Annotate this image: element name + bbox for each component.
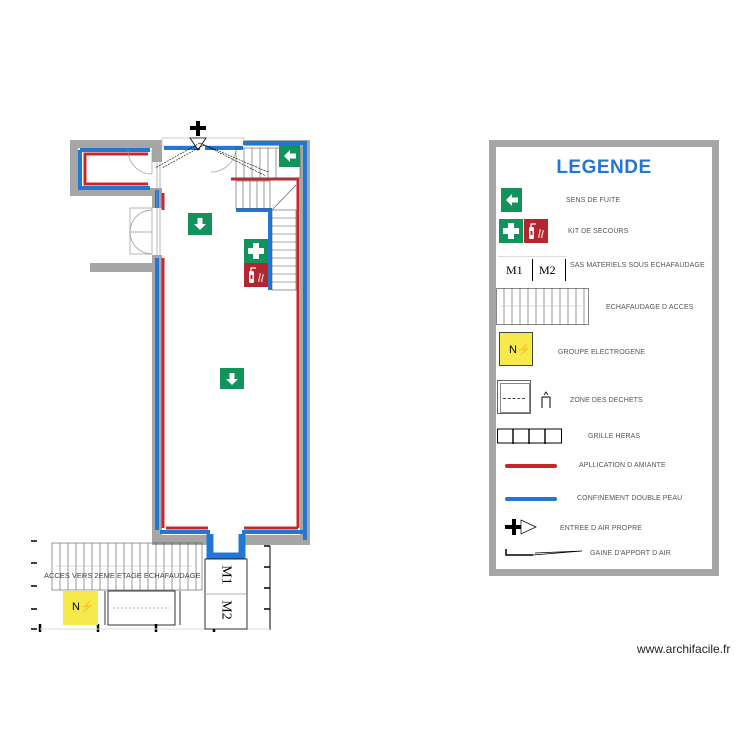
legend-label-air-duct: GAINE D'APPORT D AIR xyxy=(590,550,671,557)
legend-label-confinement: CONFINEMENT DOUBLE PEAU xyxy=(577,495,683,502)
exit-sign-down-2 xyxy=(220,368,244,389)
sas-m2-label: M2 xyxy=(218,600,234,620)
legend-label-exit: SENS DE FUITE xyxy=(566,197,621,204)
air-duct-lines xyxy=(154,142,269,177)
sas-boxes xyxy=(204,558,248,630)
legend-label-asbestos: APLLICATION D AMIANTE xyxy=(579,462,666,469)
waste-bin-icon xyxy=(541,391,551,408)
double-skin-confinement-lines xyxy=(78,141,307,560)
legend-label-heras: GRILLE HERAS xyxy=(588,433,641,440)
scaffold-stair-icon xyxy=(496,288,589,325)
watermark: www.archifacile.fr xyxy=(637,642,731,656)
waste-zone-icon xyxy=(497,380,531,414)
fire-extinguisher-icon xyxy=(524,219,548,243)
exit-sign-down-1 xyxy=(188,213,212,235)
asbestos-application-lines xyxy=(83,152,300,530)
generator-icon: N⚡ xyxy=(499,332,533,366)
sas-m1-m2-icon: M1 M2 xyxy=(498,256,566,281)
legend-label-generator: GROUPE ELECTROGENE xyxy=(558,349,645,356)
generator-symbol-plan: N⚡ xyxy=(72,601,94,613)
generator-icon xyxy=(63,591,98,625)
clean-air-inlet-icon xyxy=(189,121,207,151)
sas-m1-label: M1 xyxy=(218,565,234,585)
legend-label-sas: SAS MATERIELS SOUS ECHAFAUDAGE xyxy=(570,262,705,269)
exit-sign-left-plan xyxy=(279,145,300,167)
legend-label-waste: ZONE DES DECHETS xyxy=(570,397,643,404)
legend-title: LEGENDE xyxy=(556,157,652,178)
generator-symbol: N⚡ xyxy=(509,344,531,356)
clean-air-inlet-icon xyxy=(505,519,537,535)
sas-m1-text: M1 xyxy=(506,263,523,277)
exit-arrow-icon xyxy=(501,188,522,212)
sas-m2-text: M2 xyxy=(539,263,556,277)
waste-zone xyxy=(104,590,181,626)
legend-label-scaffold: ECHAFAUDAGE D ACCES xyxy=(606,304,694,311)
walls xyxy=(70,140,310,545)
scaffold-access-label: ACCES VERS 2EME ETAGE ECHAFAUDAGE xyxy=(44,571,201,580)
fire-extinguisher-icon-plan xyxy=(244,263,268,287)
doors xyxy=(127,149,237,255)
legend-label-air-inlet: ENTREE D AIR PROPRE xyxy=(560,525,643,532)
stairs xyxy=(235,147,301,291)
first-aid-icon-plan xyxy=(244,239,268,263)
red-line-icon xyxy=(505,464,557,468)
legend-label-kit: KIT DE SECOURS xyxy=(568,228,629,235)
first-aid-icon xyxy=(499,219,523,243)
legend-panel: LEGENDE SENS DE FUITE KIT DE SECOURS M1 … xyxy=(489,140,719,576)
blue-line-icon xyxy=(505,497,557,501)
bottom-scaffold-area xyxy=(51,542,203,591)
air-duct-icon xyxy=(505,549,583,556)
heras-fence-icon xyxy=(497,428,562,444)
